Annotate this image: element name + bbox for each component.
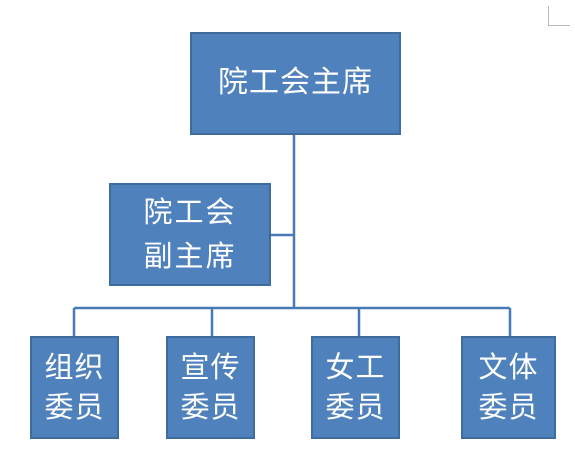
node-women-line2: 委员 [325,389,386,424]
node-culture-sports-line1: 文体 [478,350,539,385]
node-organization-line1: 组织 [44,350,105,385]
node-women-line1: 女工 [325,350,386,385]
node-vice-chairman-line2: 副主席 [143,238,237,273]
node-vice-chairman-line1: 院工会 [143,195,237,229]
node-organization-committee: 组织 委员 [30,336,119,439]
node-women-committee: 女工 委员 [311,336,400,439]
node-organization-line2: 委员 [44,389,105,424]
node-publicity-line2: 委员 [180,389,241,424]
node-chairman: 院工会主席 [190,32,401,135]
node-publicity-line1: 宣传 [180,350,241,385]
node-vice-chairman: 院工会 副主席 [109,183,271,286]
node-publicity-committee: 宣传 委员 [166,336,255,439]
node-chairman-label: 院工会主席 [218,65,373,101]
page-corner-marker [548,6,570,26]
node-culture-sports-committee: 文体 委员 [461,336,556,439]
node-culture-sports-line2: 委员 [478,389,539,424]
